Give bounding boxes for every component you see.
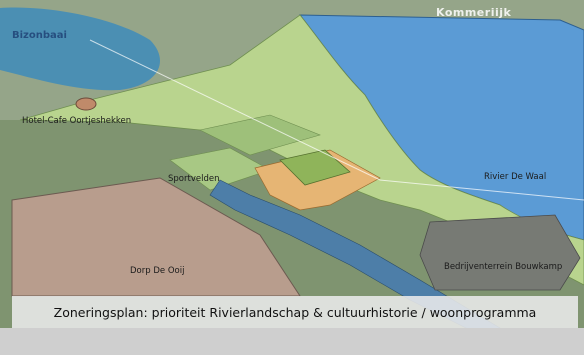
label-hotel: Hotel-Cafe Oortjeshekken xyxy=(22,116,132,126)
industrial-area xyxy=(419,214,581,291)
zoning-caption: Zoneringsplan: prioriteit Rivierlandscha… xyxy=(12,296,578,328)
field-a xyxy=(199,114,321,156)
bizonbaai-lake xyxy=(0,7,160,91)
village-area xyxy=(11,177,301,297)
label-river: Rivier De Waal xyxy=(484,172,547,182)
label-kommeriijk: Kommeriijk xyxy=(436,6,512,19)
hotel-marker xyxy=(75,97,97,111)
bottom-strip xyxy=(0,328,584,355)
label-village: Dorp De Ooij xyxy=(130,266,185,276)
label-sportvelden: Sportvelden xyxy=(168,174,220,184)
label-bizonbaai: Bizonbaai xyxy=(12,30,67,41)
sightline xyxy=(89,39,584,201)
label-industrial: Bedrijventerrein Bouwkamp xyxy=(444,262,563,272)
central-green xyxy=(279,149,351,186)
